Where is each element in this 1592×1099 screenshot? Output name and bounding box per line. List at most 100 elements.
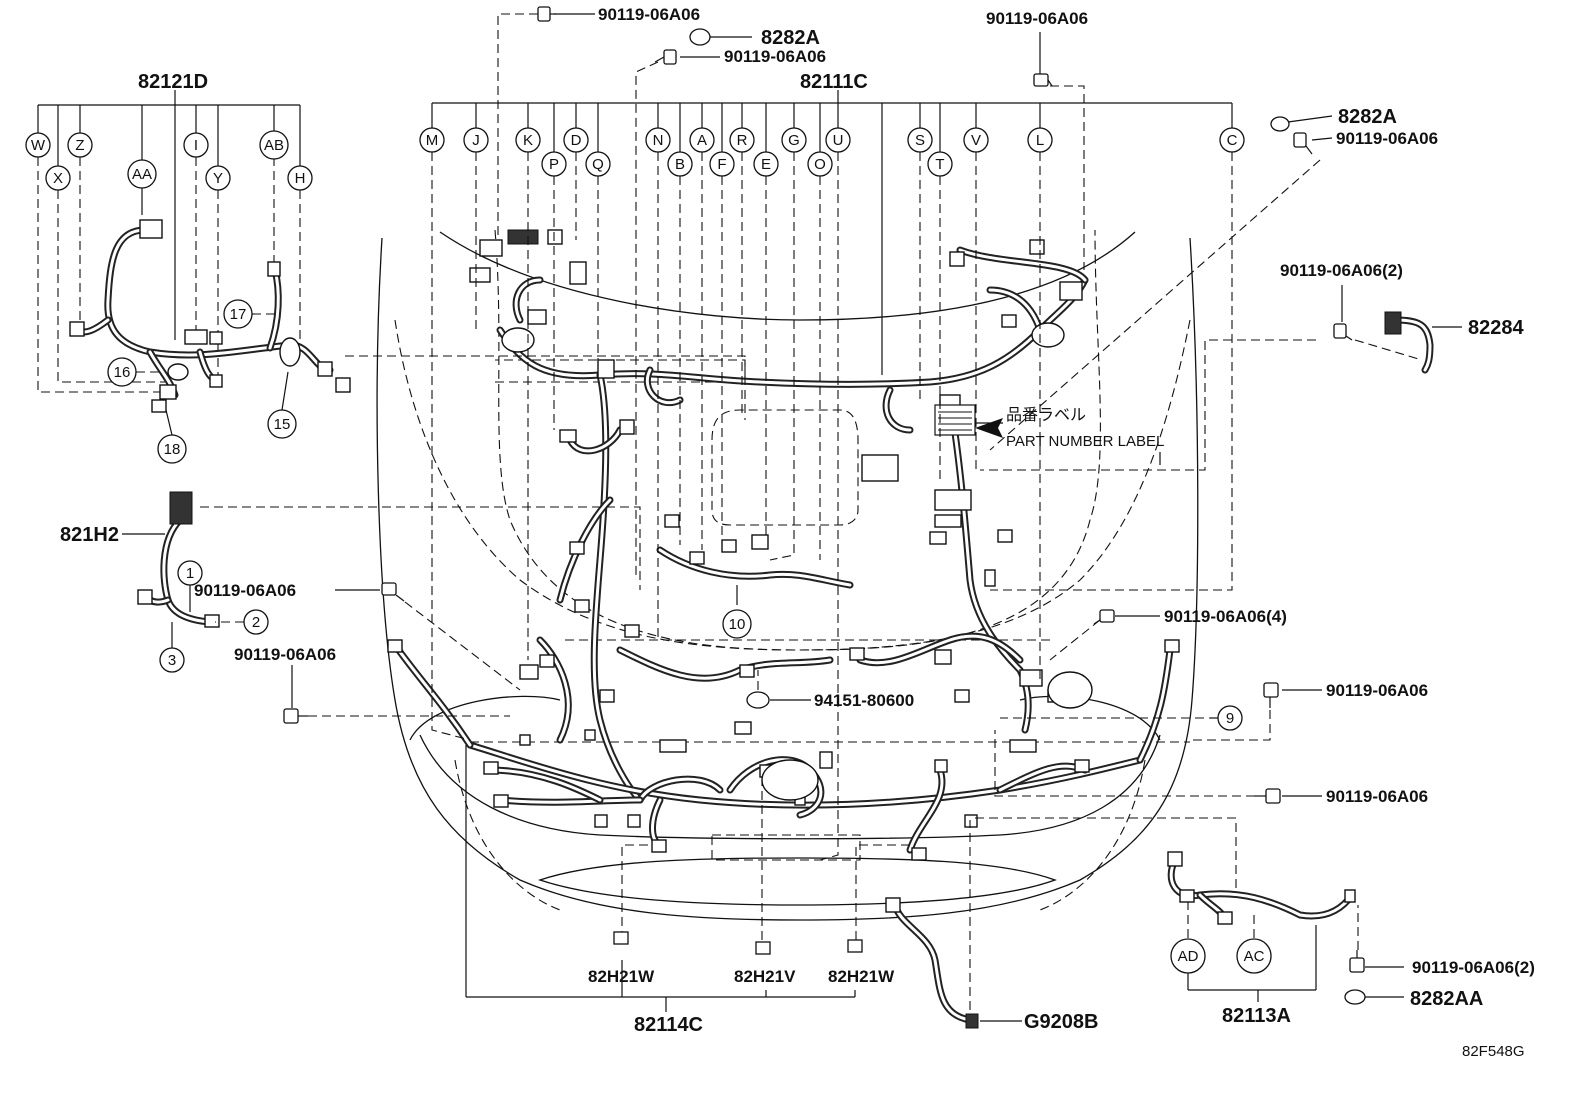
leader-lines bbox=[37, 13, 1462, 1022]
svg-text:3: 3 bbox=[168, 652, 176, 669]
callout-a: A bbox=[689, 127, 715, 153]
svg-text:N: N bbox=[653, 132, 664, 149]
bolt-icon bbox=[1293, 132, 1313, 155]
number-callouts: 1 2 3 9 10 15 16 17 18 bbox=[107, 299, 1243, 731]
clamp-icon bbox=[689, 28, 711, 46]
svg-text:D: D bbox=[571, 132, 582, 149]
clamp-icon bbox=[1344, 989, 1366, 1005]
part-label-82114c: 82114C bbox=[634, 1014, 703, 1036]
bolt-icon bbox=[1254, 788, 1281, 804]
callout-ab: AB bbox=[259, 130, 289, 160]
bolt-label-82284: 90119-06A06(2) bbox=[1280, 261, 1403, 280]
svg-text:G: G bbox=[788, 132, 800, 149]
bolt-icon bbox=[283, 708, 308, 724]
callout-g: G bbox=[781, 127, 807, 153]
harness-g9208b-drawing bbox=[885, 897, 979, 1029]
svg-text:17: 17 bbox=[230, 306, 247, 323]
svg-text:B: B bbox=[675, 156, 685, 173]
callout-16: 16 bbox=[107, 357, 137, 387]
svg-text:M: M bbox=[426, 132, 439, 149]
part-label-82113a: 82113A bbox=[1222, 1005, 1291, 1027]
svg-text:2: 2 bbox=[252, 614, 260, 631]
bolt-icon bbox=[381, 582, 405, 602]
bolt-label-left-lower: 90119-06A06 bbox=[234, 645, 336, 664]
svg-text:A: A bbox=[697, 132, 707, 149]
svg-text:L: L bbox=[1036, 132, 1044, 149]
callout-10: 10 bbox=[722, 609, 752, 639]
callout-b: B bbox=[667, 151, 693, 177]
bolt-icon bbox=[1333, 323, 1353, 341]
bolt-labels: 90119-06A06 90119-06A06 90119-06A06 9011… bbox=[194, 5, 1535, 977]
svg-text:15: 15 bbox=[274, 416, 291, 433]
svg-text:Y: Y bbox=[213, 170, 223, 187]
svg-text:J: J bbox=[472, 132, 480, 149]
grommet-icon bbox=[746, 691, 770, 709]
callout-p: P bbox=[541, 151, 567, 177]
callout-k: K bbox=[515, 127, 541, 153]
callout-m: M bbox=[419, 127, 445, 153]
callout-d: D bbox=[563, 127, 589, 153]
part-label-82h21v: 82H21V bbox=[734, 967, 796, 986]
callout-s: S bbox=[907, 127, 933, 153]
bolt-label-82113a: 90119-06A06(2) bbox=[1412, 958, 1535, 977]
svg-text:AD: AD bbox=[1178, 948, 1199, 965]
part-label-82111c: 82111C bbox=[800, 71, 868, 93]
harness-grommets bbox=[501, 322, 1093, 801]
harness-821h2-drawing bbox=[137, 491, 220, 628]
part-label-82284: 82284 bbox=[1468, 317, 1524, 339]
callout-u: U bbox=[825, 127, 851, 153]
svg-text:18: 18 bbox=[164, 441, 181, 458]
bolt-icon bbox=[537, 6, 556, 22]
svg-text:9: 9 bbox=[1226, 710, 1234, 727]
callout-aa: AA bbox=[127, 159, 157, 189]
svg-text:10: 10 bbox=[729, 616, 746, 633]
bolt-label-right-lower: 90119-06A06 bbox=[1326, 787, 1428, 806]
svg-text:AC: AC bbox=[1244, 948, 1265, 965]
callout-j: J bbox=[463, 127, 489, 153]
part-label-82121d: 82121D bbox=[138, 71, 208, 93]
clip-icon bbox=[847, 939, 863, 953]
callout-n: N bbox=[645, 127, 671, 153]
harness-82284-drawing bbox=[1384, 311, 1434, 374]
bolt-label-upper-right: 90119-06A06 bbox=[1336, 129, 1438, 148]
callout-h: H bbox=[287, 165, 313, 191]
part-number-label-marker bbox=[934, 404, 1003, 438]
figure-code: 82F548G bbox=[1462, 1043, 1525, 1060]
svg-text:16: 16 bbox=[114, 364, 131, 381]
clip-icon bbox=[755, 941, 771, 955]
callout-z: Z bbox=[67, 132, 93, 158]
bolt-label-top-center: 90119-06A06 bbox=[724, 47, 826, 66]
part-number-label-annotation: 品番ラベル PART NUMBER LABEL bbox=[1006, 405, 1164, 450]
callout-i: I bbox=[183, 132, 209, 158]
svg-text:C: C bbox=[1227, 132, 1238, 149]
callout-t: T bbox=[927, 151, 953, 177]
callout-15: 15 bbox=[267, 409, 297, 439]
svg-text:O: O bbox=[814, 156, 826, 173]
svg-text:Q: Q bbox=[592, 156, 604, 173]
bolt-label-right-4: 90119-06A06(4) bbox=[1164, 607, 1287, 626]
svg-text:Z: Z bbox=[75, 137, 84, 154]
svg-text:1: 1 bbox=[186, 565, 194, 582]
svg-text:U: U bbox=[833, 132, 844, 149]
svg-text:I: I bbox=[194, 137, 198, 154]
svg-text:W: W bbox=[31, 137, 46, 154]
bolt-icon bbox=[1263, 682, 1279, 708]
svg-text:P: P bbox=[549, 156, 559, 173]
callout-r: R bbox=[729, 127, 755, 153]
fastener-symbols bbox=[283, 6, 1366, 1005]
harness-connectors bbox=[387, 229, 1180, 861]
callout-x: X bbox=[45, 165, 71, 191]
svg-text:S: S bbox=[915, 132, 925, 149]
bolt-icon bbox=[1349, 950, 1365, 973]
bolt-label-left-upper: 90119-06A06 bbox=[194, 581, 296, 600]
callout-f: F bbox=[709, 151, 735, 177]
svg-text:F: F bbox=[717, 156, 726, 173]
callout-18: 18 bbox=[157, 434, 187, 464]
part-number-labels: 82111C 82121D 821H2 82284 8282A 8282A 82… bbox=[60, 27, 1524, 1036]
svg-text:E: E bbox=[761, 156, 771, 173]
clamp-icon bbox=[1270, 116, 1290, 132]
bolt-label-top-left: 90119-06A06 bbox=[598, 5, 700, 24]
bolt-icon bbox=[654, 49, 677, 65]
part-label-8282aa: 8282AA bbox=[1410, 988, 1483, 1010]
